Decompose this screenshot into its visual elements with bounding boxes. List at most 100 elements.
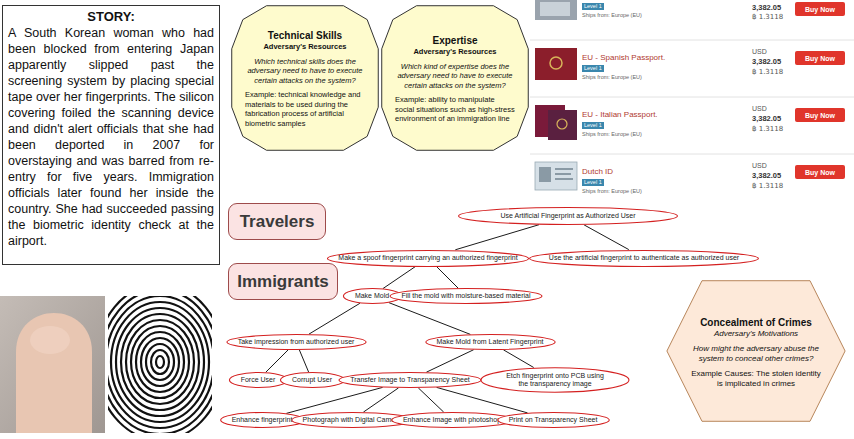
attack-tree-node: Make a spoof fingerprint carrying an aut… bbox=[326, 250, 530, 267]
text-wrap: Photograph with Digital Camera bbox=[303, 416, 402, 424]
tree-connector bbox=[309, 303, 360, 334]
price-value: 3,382.05 bbox=[752, 171, 781, 180]
text-wrap: Transfer Image to Transparency Sheet bbox=[350, 376, 470, 384]
btc-value: ฿ 1.3118 bbox=[752, 68, 783, 76]
currency-code: USD bbox=[752, 48, 767, 55]
text-wrap: Buy Now bbox=[805, 169, 835, 176]
text-wrap: Print on Transparency Sheet bbox=[509, 416, 598, 424]
tree-connector bbox=[437, 387, 528, 413]
outline-shape bbox=[280, 372, 344, 387]
attack-tree-node: Etch fingerprint onto PCB using the tran… bbox=[480, 367, 630, 393]
price-value: 3,382.05 bbox=[752, 57, 781, 66]
buy-button: Buy Now bbox=[795, 2, 845, 16]
node-text: Force User bbox=[241, 376, 276, 384]
node-text: Example Causes: The stolen identity is i… bbox=[690, 369, 822, 389]
attack-tree-node: Use the artificial fingerprint to authen… bbox=[528, 250, 760, 267]
node-text: Travelers bbox=[240, 212, 315, 232]
price-value: 3,382.05 bbox=[752, 114, 781, 123]
text-wrap: Use the artificial fingerprint to authen… bbox=[549, 254, 739, 262]
tree-connector bbox=[266, 350, 288, 372]
node-text: Print on Transparency Sheet bbox=[509, 416, 598, 424]
category-box: Immigrants bbox=[228, 263, 338, 300]
tree-connector bbox=[503, 350, 533, 368]
attack-tree-node: Corrupt User bbox=[280, 372, 345, 388]
tree-connector bbox=[389, 303, 471, 335]
resource-octagon: Technical SkillsAdversary's ResourcesWhi… bbox=[231, 5, 379, 151]
node-text: Etch fingerprint onto PCB using the tran… bbox=[503, 372, 607, 388]
tree-connector bbox=[584, 225, 629, 250]
tree-connector bbox=[286, 387, 382, 413]
outline-shape bbox=[481, 368, 629, 392]
category-box: Travelers bbox=[228, 203, 326, 240]
outline-shape bbox=[339, 372, 481, 387]
btc-value: ฿ 1.3118 bbox=[752, 13, 783, 21]
node-text: Make Mold from Latent Fingerprint bbox=[437, 338, 544, 346]
text-wrap: Buy Now bbox=[805, 55, 835, 62]
story-box: STORY:A South Korean woman who had been … bbox=[2, 5, 220, 265]
fingerprint-photos bbox=[0, 284, 224, 439]
node-text: Use Artificial Fingerprint as Authorized… bbox=[501, 212, 636, 220]
tree-connector bbox=[455, 225, 539, 250]
attack-tree-node: Print on Transparency Sheet bbox=[497, 412, 610, 428]
motivation-hexagon: Concealment of CrimesAdversary's Motivat… bbox=[666, 280, 846, 422]
node-text: Enhance fingerprint bbox=[232, 416, 293, 424]
tree-connector bbox=[383, 266, 416, 288]
outline-shape bbox=[327, 250, 528, 266]
text-wrap: Etch fingerprint onto PCB using the tran… bbox=[503, 372, 607, 388]
attack-tree-node: Transfer Image to Transparency Sheet bbox=[338, 372, 482, 388]
node-text: Buy Now bbox=[805, 169, 835, 176]
attack-tree-node: Fill the mold with moisture-based materi… bbox=[389, 288, 543, 304]
text-wrap: Buy Now bbox=[805, 112, 835, 119]
text-wrap: Immigrants bbox=[237, 272, 329, 292]
outline-shape bbox=[530, 250, 759, 266]
node-text: Transfer Image to Transparency Sheet bbox=[350, 376, 470, 384]
node-text: Example: ability to manipulate social si… bbox=[395, 95, 515, 124]
attack-tree-node: Force User bbox=[229, 372, 288, 388]
level-badge: Level 1 bbox=[582, 122, 604, 129]
currency-code: USD bbox=[752, 162, 767, 169]
outline-shape bbox=[232, 6, 379, 151]
text-wrap: Make a spoof fingerprint carrying an aut… bbox=[338, 254, 517, 262]
text-wrap: ExpertiseAdversary's ResourcesWhich kind… bbox=[395, 35, 515, 124]
text-wrap: Make Mold bbox=[355, 292, 389, 300]
node-text: Make a spoof fingerprint carrying an aut… bbox=[338, 254, 517, 262]
text-wrap: Use Artificial Fingerprint as Authorized… bbox=[501, 212, 636, 220]
node-text: How might the adversary abuse the system… bbox=[690, 344, 822, 364]
text-wrap: Technical SkillsAdversary's ResourcesWhi… bbox=[245, 30, 365, 129]
ships-from: Ships from: Europe (EU) bbox=[582, 188, 642, 195]
node-text: Fill the mold with moisture-based materi… bbox=[401, 292, 530, 300]
item-title: EU - Italian Passport. bbox=[582, 110, 658, 119]
text-wrap: STORY:A South Korean woman who had been … bbox=[8, 9, 214, 249]
node-text: Buy Now bbox=[805, 55, 835, 62]
attack-tree-node: Use Artificial Fingerprint as Authorized… bbox=[457, 207, 679, 225]
price-value: 3,382.05 bbox=[752, 3, 781, 12]
tree-connector bbox=[363, 388, 398, 412]
node-text: Concealment of Crimes bbox=[690, 316, 822, 329]
node-text: Buy Now bbox=[805, 6, 835, 13]
text-wrap: Travelers bbox=[240, 212, 315, 232]
node-text: Expertise bbox=[395, 35, 515, 47]
outline-shape bbox=[667, 281, 845, 422]
buy-button: Buy Now bbox=[795, 51, 845, 65]
ships-from: Ships from: Europe (EU) bbox=[582, 12, 642, 19]
node-text: Make Mold bbox=[355, 292, 389, 300]
outline-shape bbox=[459, 208, 678, 225]
outline-shape bbox=[425, 334, 554, 349]
node-text: Use the artificial fingerprint to authen… bbox=[549, 254, 739, 262]
node-text: Example: technical knowledge and materia… bbox=[245, 90, 365, 128]
ships-from: Ships from: Europe (EU) bbox=[582, 74, 642, 81]
node-text: Immigrants bbox=[237, 272, 329, 292]
level-badge: Level 1 bbox=[582, 3, 604, 10]
text-wrap: Enhance Image with photoshop bbox=[403, 416, 501, 424]
node-text: Adversary's Resources bbox=[245, 42, 365, 52]
text-wrap: Corrupt User bbox=[292, 376, 332, 384]
node-text: A South Korean woman who had been blocke… bbox=[8, 25, 214, 249]
tree-connector bbox=[426, 350, 473, 373]
attack-tree-node: Enhance Image with photoshop bbox=[391, 412, 514, 428]
text-wrap: Take impression from authorized user bbox=[238, 338, 355, 346]
ships-from: Ships from: Europe (EU) bbox=[582, 131, 642, 138]
buy-button: Buy Now bbox=[795, 108, 845, 122]
text-wrap: Concealment of CrimesAdversary's Motivat… bbox=[690, 316, 822, 389]
